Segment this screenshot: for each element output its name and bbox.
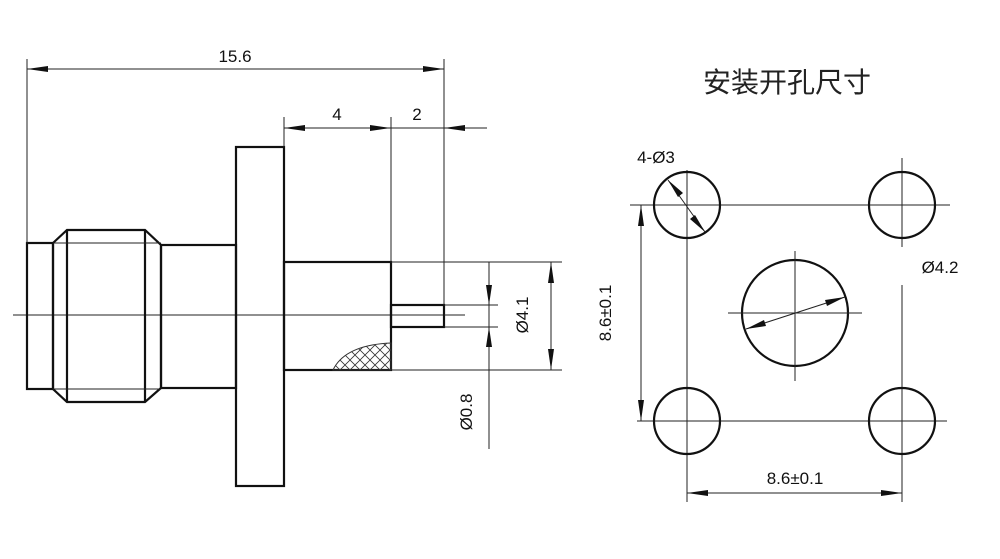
dim-center-hole: Ø4.2 (922, 258, 959, 277)
cutout-title: 安装开孔尺寸 (703, 66, 871, 99)
dim-corner-holes: 4-Ø3 (637, 148, 675, 167)
mounting-hole-top-left (652, 170, 722, 240)
dim-horizontal-spacing: 8.6±0.1 (767, 469, 824, 488)
mounting-hole-top-right (867, 170, 937, 240)
front-body (159, 243, 238, 390)
dim-body-length: 4 (332, 105, 341, 124)
center-pin (389, 303, 446, 329)
dim-pin-diameter: Ø0.8 (457, 394, 476, 431)
mounting-cutout: 安装开孔尺寸 4-Ø3 Ø4.2 8.6±0.1 8.6±0.1 (596, 66, 958, 502)
dim-vertical-spacing: 8.6±0.1 (596, 285, 615, 342)
mounting-hole-bottom-right (867, 386, 937, 456)
dim-overall-length: 15.6 (218, 47, 251, 66)
dim-pin-length: 2 (412, 105, 421, 124)
rear-body (25, 241, 55, 391)
flange (234, 145, 286, 488)
connector-side-view: 15.6 4 2 Ø0.8 Ø4.1 (13, 47, 562, 488)
dim-body-diameter: Ø4.1 (513, 297, 532, 334)
mounting-hole-bottom-left (652, 386, 722, 456)
hatched-section (332, 342, 392, 371)
